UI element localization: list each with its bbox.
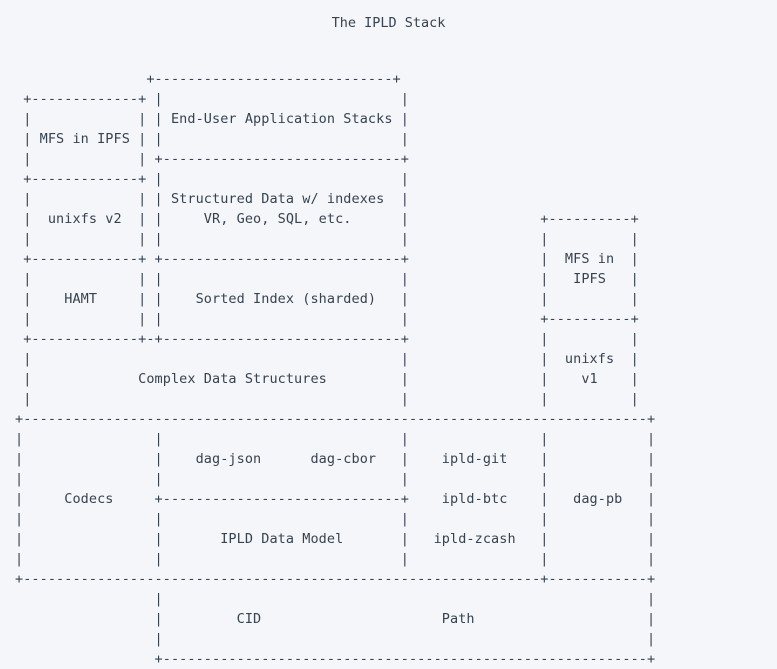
diagram-canvas: The IPLD Stack +------------------------… (15, 15, 656, 667)
page-title: The IPLD Stack (331, 15, 446, 31)
ipld-stack-ascii-diagram: +-----------------------------+ +-------… (15, 71, 656, 667)
